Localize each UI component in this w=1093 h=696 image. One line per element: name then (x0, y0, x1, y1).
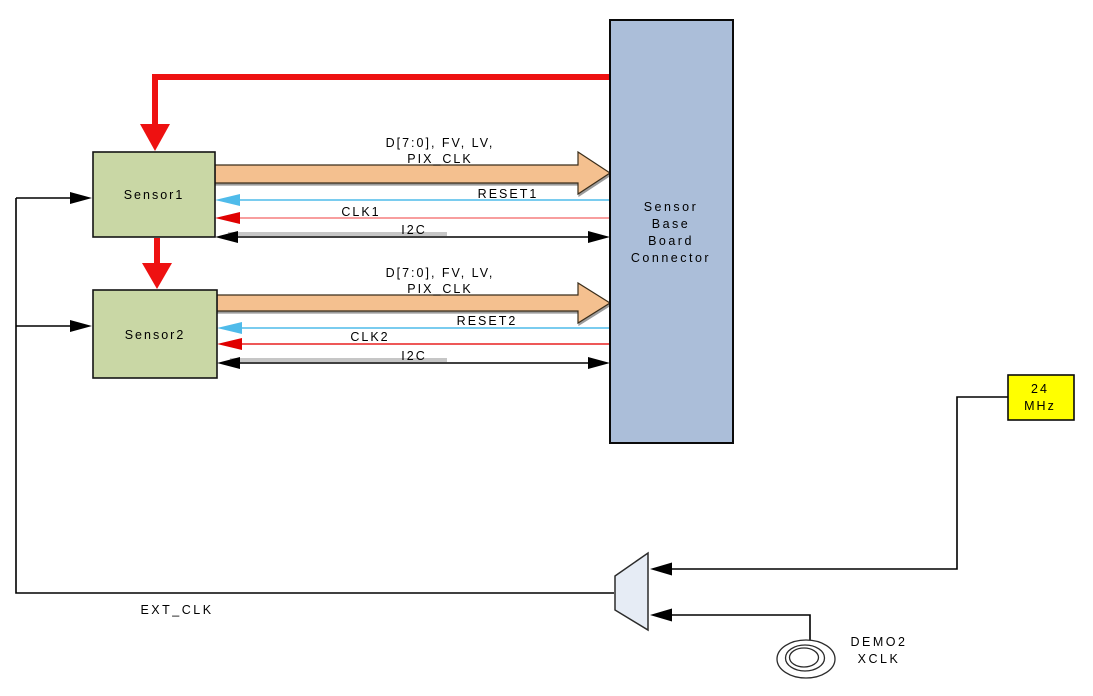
clk2-arrowhead-icon (217, 338, 242, 350)
clock24-to-mux-wire (670, 396, 1008, 570)
demo2-xclk-connector-icon (776, 639, 836, 679)
bus2-data-arrow (216, 281, 612, 325)
bus2-label-line2: PIX_CLK (407, 282, 472, 296)
arrowhead-into-sensor2-icon (70, 320, 92, 332)
demo2-label-line1: DEMO2 (851, 635, 908, 649)
connector-label-line1: Sensor (644, 200, 699, 214)
clock-24mhz-block (1007, 374, 1075, 421)
arrowhead-mux-input1-icon (650, 562, 672, 576)
bus1-label-line1: D[7:0], FV, LV, (386, 136, 495, 150)
sensor1-block (92, 151, 216, 238)
connector-label: Sensor Base Board Connector (631, 200, 711, 265)
clock-mux-shape (614, 551, 649, 632)
connector-label-line3: Board (648, 234, 694, 248)
red-arrowhead-sensor1-icon (140, 124, 170, 151)
clk1-label: CLK1 (341, 205, 380, 219)
i2c2-arrowhead-right-icon (588, 357, 610, 369)
sensor2-label: Sensor2 (125, 328, 186, 342)
clk2-label: CLK2 (350, 330, 389, 344)
clock24-label-line1: 24 (1031, 382, 1049, 396)
arrowhead-into-sensor1-icon (70, 192, 92, 204)
bus1-data-arrow (214, 150, 612, 196)
bus1-label-line2: PIX_CLK (407, 152, 472, 166)
clock24-label-line2: MHz (1024, 399, 1056, 413)
reset1-label: RESET1 (478, 187, 539, 201)
i2c1-arrowhead-left-icon (215, 231, 238, 243)
reset1-arrowhead-icon (215, 194, 240, 206)
demo2-label-line2: XCLK (858, 652, 901, 666)
connector-label-line4: Connector (631, 251, 711, 265)
bus2-label-line1: D[7:0], FV, LV, (386, 266, 495, 280)
reset2-label: RESET2 (457, 314, 518, 328)
demo2-to-mux-wire (670, 614, 811, 642)
i2c1-arrowhead-right-icon (588, 231, 610, 243)
clk1-arrowhead-icon (215, 212, 240, 224)
i2c2-arrowhead-left-icon (217, 357, 240, 369)
connector-label-line2: Base (652, 217, 691, 231)
sensor2-block (92, 289, 218, 379)
ext-clk-label: EXT_CLK (140, 603, 213, 617)
red-arrow-connector-to-sensor1 (152, 74, 610, 126)
ext-clk-wire (15, 198, 614, 594)
sensor1-label: Sensor1 (124, 188, 185, 202)
red-arrowhead-sensor2-icon (142, 263, 172, 289)
sensor-base-board-connector-block (609, 19, 734, 444)
arrowhead-mux-input2-icon (650, 608, 672, 622)
i2c1-label: I2C (401, 223, 426, 237)
reset2-arrowhead-icon (217, 322, 242, 334)
i2c2-label: I2C (401, 349, 426, 363)
